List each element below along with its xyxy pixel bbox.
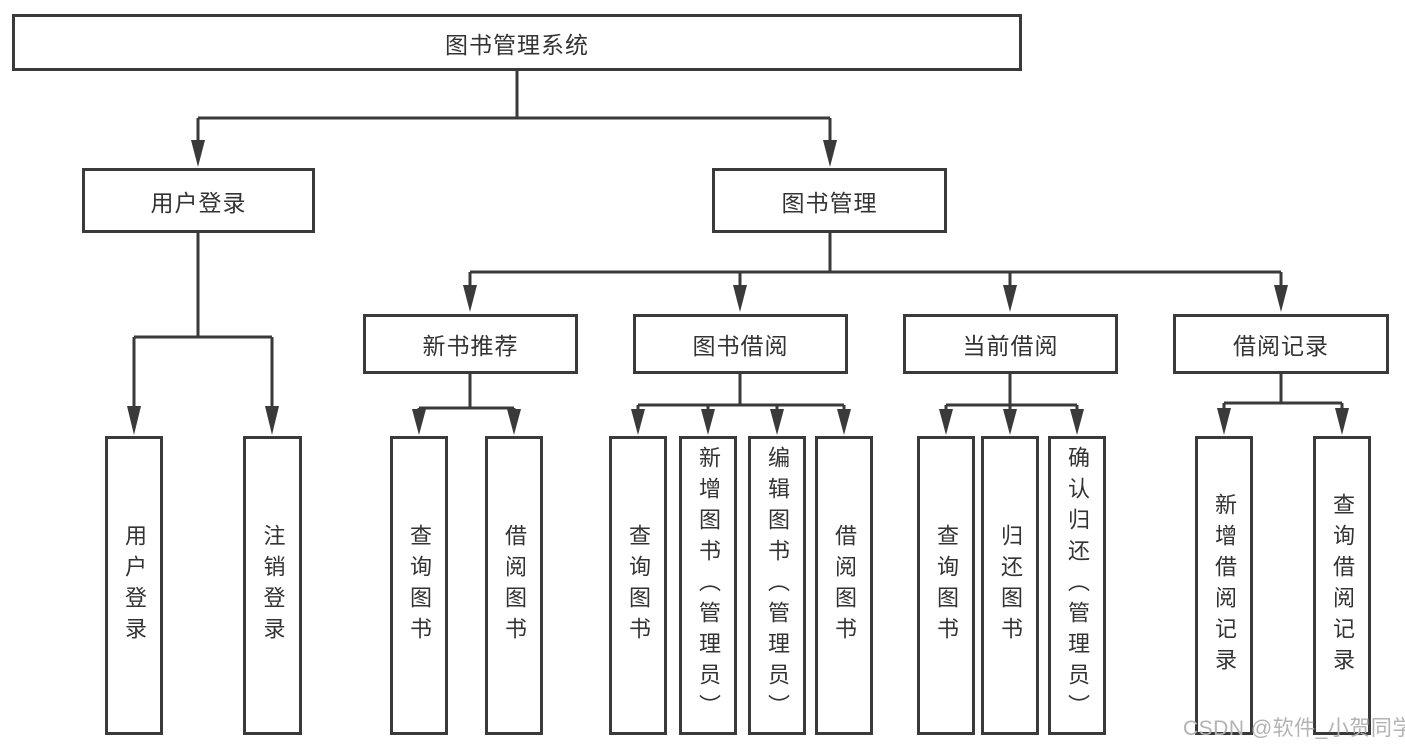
node-leaf-edit-books-admin: 编辑图书（管理员） <box>748 436 806 735</box>
node-user-login: 用户登录 <box>82 168 315 233</box>
node-leaf-user-login: 用户登录 <box>105 436 163 735</box>
node-leaf-query-books-recommend: 查询图书 <box>390 436 448 735</box>
node-library-management-system: 图书管理系统 <box>12 14 1022 71</box>
node-leaf-borrow-books-recommend: 借阅图书 <box>485 436 543 735</box>
node-new-book-recommendation: 新书推荐 <box>363 314 578 374</box>
node-leaf-query-books-borrow: 查询图书 <box>609 436 667 735</box>
node-leaf-confirm-return-admin: 确认归还（管理员） <box>1048 436 1106 735</box>
node-borrowing-records: 借阅记录 <box>1173 314 1389 374</box>
node-leaf-logout: 注销登录 <box>243 436 302 735</box>
node-book-management: 图书管理 <box>712 168 947 233</box>
node-leaf-add-borrow-record: 新增借阅记录 <box>1195 436 1253 735</box>
node-leaf-query-books-current: 查询图书 <box>917 436 975 735</box>
node-current-borrowing: 当前借阅 <box>903 314 1118 374</box>
node-leaf-borrow-books: 借阅图书 <box>815 436 873 735</box>
node-leaf-return-books: 归还图书 <box>981 436 1039 735</box>
node-leaf-add-books-admin: 新增图书（管理员） <box>679 436 737 735</box>
node-book-borrowing: 图书借阅 <box>633 314 848 374</box>
node-leaf-query-borrow-record: 查询借阅记录 <box>1313 436 1371 735</box>
csdn-watermark: CSDN @软件_小贺同学 <box>1183 717 1405 740</box>
